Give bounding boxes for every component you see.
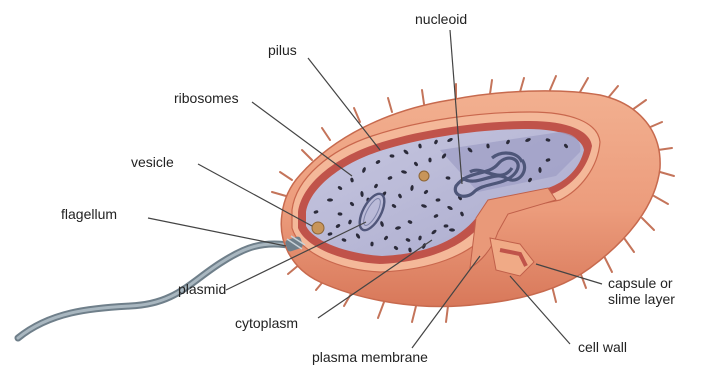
label-ribosomes: ribosomes xyxy=(174,91,239,106)
label-plasmid: plasmid xyxy=(178,282,226,297)
pilus-spike xyxy=(604,256,612,272)
leader-flagellum xyxy=(148,218,286,246)
vesicle-shape xyxy=(312,222,324,234)
vesicle-shape-2 xyxy=(419,171,429,181)
pilus-spike xyxy=(632,100,646,110)
pilus-spike xyxy=(388,98,392,112)
pilus-spike xyxy=(608,86,618,98)
label-cell-wall: cell wall xyxy=(578,340,627,355)
pilus-spike xyxy=(378,302,384,318)
pilus-spike xyxy=(446,306,448,322)
pilus-spike xyxy=(322,128,330,140)
pilus-spike xyxy=(660,172,674,176)
pilus-spike xyxy=(654,196,668,204)
pilus-spike xyxy=(642,218,654,230)
ribosome-dot xyxy=(327,198,333,201)
label-capsule-line2: slime layer xyxy=(608,292,675,307)
pilus-spike xyxy=(580,78,588,92)
pilus-spike xyxy=(280,172,292,180)
label-capsule-line1: capsule or xyxy=(608,276,673,291)
label-plasma-membrane: plasma membrane xyxy=(312,350,428,365)
label-flagellum: flagellum xyxy=(61,207,117,222)
pilus-spike xyxy=(550,76,556,90)
pilus-spike xyxy=(658,148,672,150)
pilus-spike xyxy=(624,238,634,252)
pilus-spike xyxy=(490,80,492,94)
pilus-spike xyxy=(272,192,286,196)
leader-ribosomes xyxy=(252,102,352,176)
pilus-spike xyxy=(412,306,416,322)
label-vesicle: vesicle xyxy=(131,155,174,170)
pilus-spike xyxy=(422,90,424,104)
leader-pilus xyxy=(308,58,380,150)
label-nucleoid: nucleoid xyxy=(415,12,467,27)
pilus-spike xyxy=(302,150,312,160)
label-cytoplasm: cytoplasm xyxy=(235,316,298,331)
pilus-spike xyxy=(520,78,524,92)
label-pilus: pilus xyxy=(268,43,297,58)
